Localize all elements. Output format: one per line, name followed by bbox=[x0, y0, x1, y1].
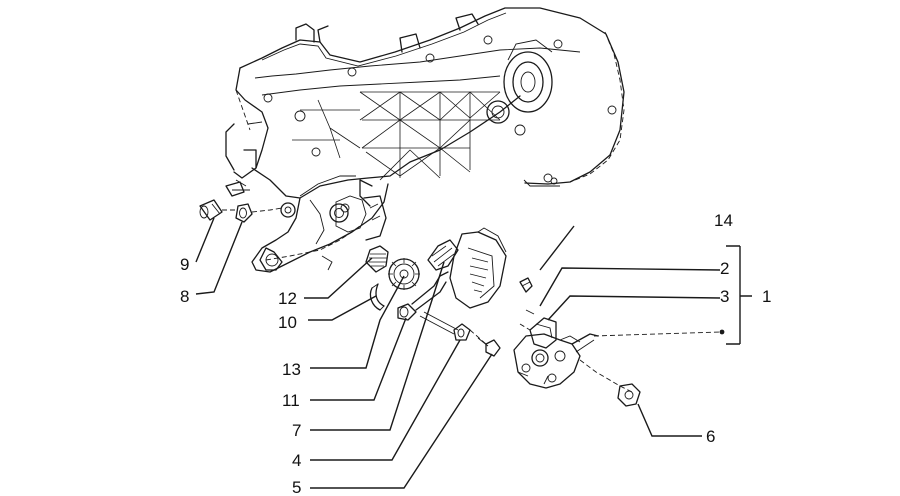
part-2-oring bbox=[519, 309, 535, 331]
callout-labels: 14 2 3 1 6 9 8 12 10 13 11 7 4 5 bbox=[180, 211, 771, 496]
part-8-washer bbox=[235, 203, 253, 223]
callout-7: 7 bbox=[292, 421, 301, 440]
callout-14: 14 bbox=[714, 211, 733, 230]
part-12-pinion bbox=[365, 245, 389, 273]
crankshaft-bearing-boss bbox=[486, 39, 553, 136]
crankcase-stud bbox=[280, 202, 296, 218]
callout-12: 12 bbox=[278, 289, 297, 308]
part-11-bushing bbox=[397, 303, 417, 321]
callout-13: 13 bbox=[282, 360, 301, 379]
part-3-pump-arm bbox=[529, 317, 557, 349]
callout-1: 1 bbox=[762, 287, 771, 306]
oil-pump-body bbox=[513, 333, 599, 389]
callout-3: 3 bbox=[720, 287, 729, 306]
callout-4: 4 bbox=[292, 451, 301, 470]
part-14-pin bbox=[519, 277, 533, 293]
leader-lines bbox=[195, 217, 752, 489]
part-6-bolt bbox=[617, 383, 641, 407]
crankcase-housing bbox=[225, 7, 625, 273]
crankcase-ribbing bbox=[292, 91, 501, 181]
pump-assembly-point bbox=[719, 329, 725, 335]
part-13-gear bbox=[388, 258, 420, 290]
part-5-screw bbox=[477, 337, 501, 357]
part-4-washer bbox=[453, 323, 471, 341]
cover-outline bbox=[523, 31, 625, 187]
crankcase-bolt-holes bbox=[263, 35, 617, 183]
callout-9: 9 bbox=[180, 255, 189, 274]
callout-11: 11 bbox=[282, 391, 300, 410]
crankcase-left-detail bbox=[225, 121, 263, 197]
part-9-spacer bbox=[199, 199, 223, 221]
callout-8: 8 bbox=[180, 287, 189, 306]
callout-2: 2 bbox=[720, 259, 729, 278]
crankcase-lugs bbox=[295, 13, 479, 241]
pump-cover-plate bbox=[449, 227, 507, 309]
part-10-circlip bbox=[369, 283, 385, 311]
part-7-drive-gear-shaft bbox=[411, 239, 459, 335]
callout-5: 5 bbox=[292, 478, 301, 496]
callout-6: 6 bbox=[706, 427, 715, 446]
callout-10: 10 bbox=[278, 313, 297, 332]
